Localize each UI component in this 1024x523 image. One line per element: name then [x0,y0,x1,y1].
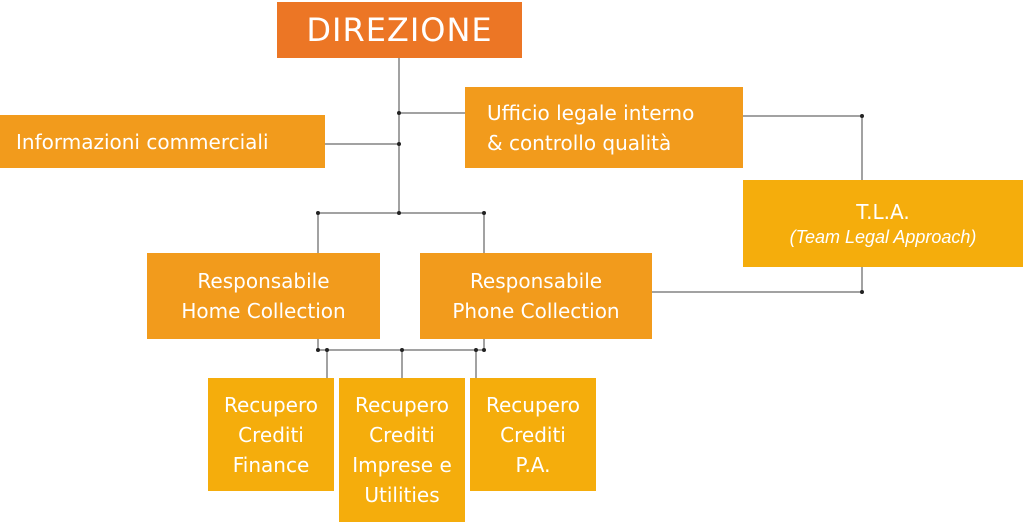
box-recupero-finance-label: Recupero Crediti Finance [224,392,318,477]
box-tla-title: T.L.A. [856,199,910,224]
box-phone-collection-label: Responsabile Phone Collection [452,269,620,323]
junction-dot [860,290,864,294]
box-recupero-imprese: Recupero Crediti Imprese e Utilities [339,378,465,522]
box-ufficio-legale-label: Ufficio legale interno & controllo quali… [487,100,695,155]
box-tla-subtitle: (Team Legal Approach) [789,226,977,247]
junction-dot [316,211,320,215]
box-phone-collection: Responsabile Phone Collection [420,253,652,339]
box-ufficio-legale: Ufficio legale interno & controllo quali… [465,87,743,168]
junction-dot [325,348,329,352]
box-informazioni-commerciali: Informazioni commerciali [0,115,325,168]
box-informazioni-label: Informazioni commerciali [16,129,269,154]
box-recupero-finance: Recupero Crediti Finance [208,378,334,491]
junction-dot [397,142,401,146]
box-home-collection: Responsabile Home Collection [147,253,380,339]
box-direzione-label: DIREZIONE [306,11,493,49]
box-direzione: DIREZIONE [277,2,522,58]
box-tla: T.L.A. (Team Legal Approach) [743,180,1023,267]
box-home-collection-label: Responsabile Home Collection [181,269,346,323]
junction-dot [397,111,401,115]
junction-dot [474,348,478,352]
junction-dot [860,114,864,118]
junction-dot [316,348,320,352]
junction-dot [397,211,401,215]
box-recupero-pa-label: Recupero Crediti P.A. [486,392,580,477]
junction-dot [482,348,486,352]
junction-dot [400,348,404,352]
junction-dot [482,211,486,215]
box-recupero-imprese-label: Recupero Crediti Imprese e Utilities [352,393,452,507]
box-recupero-pa: Recupero Crediti P.A. [470,378,596,491]
